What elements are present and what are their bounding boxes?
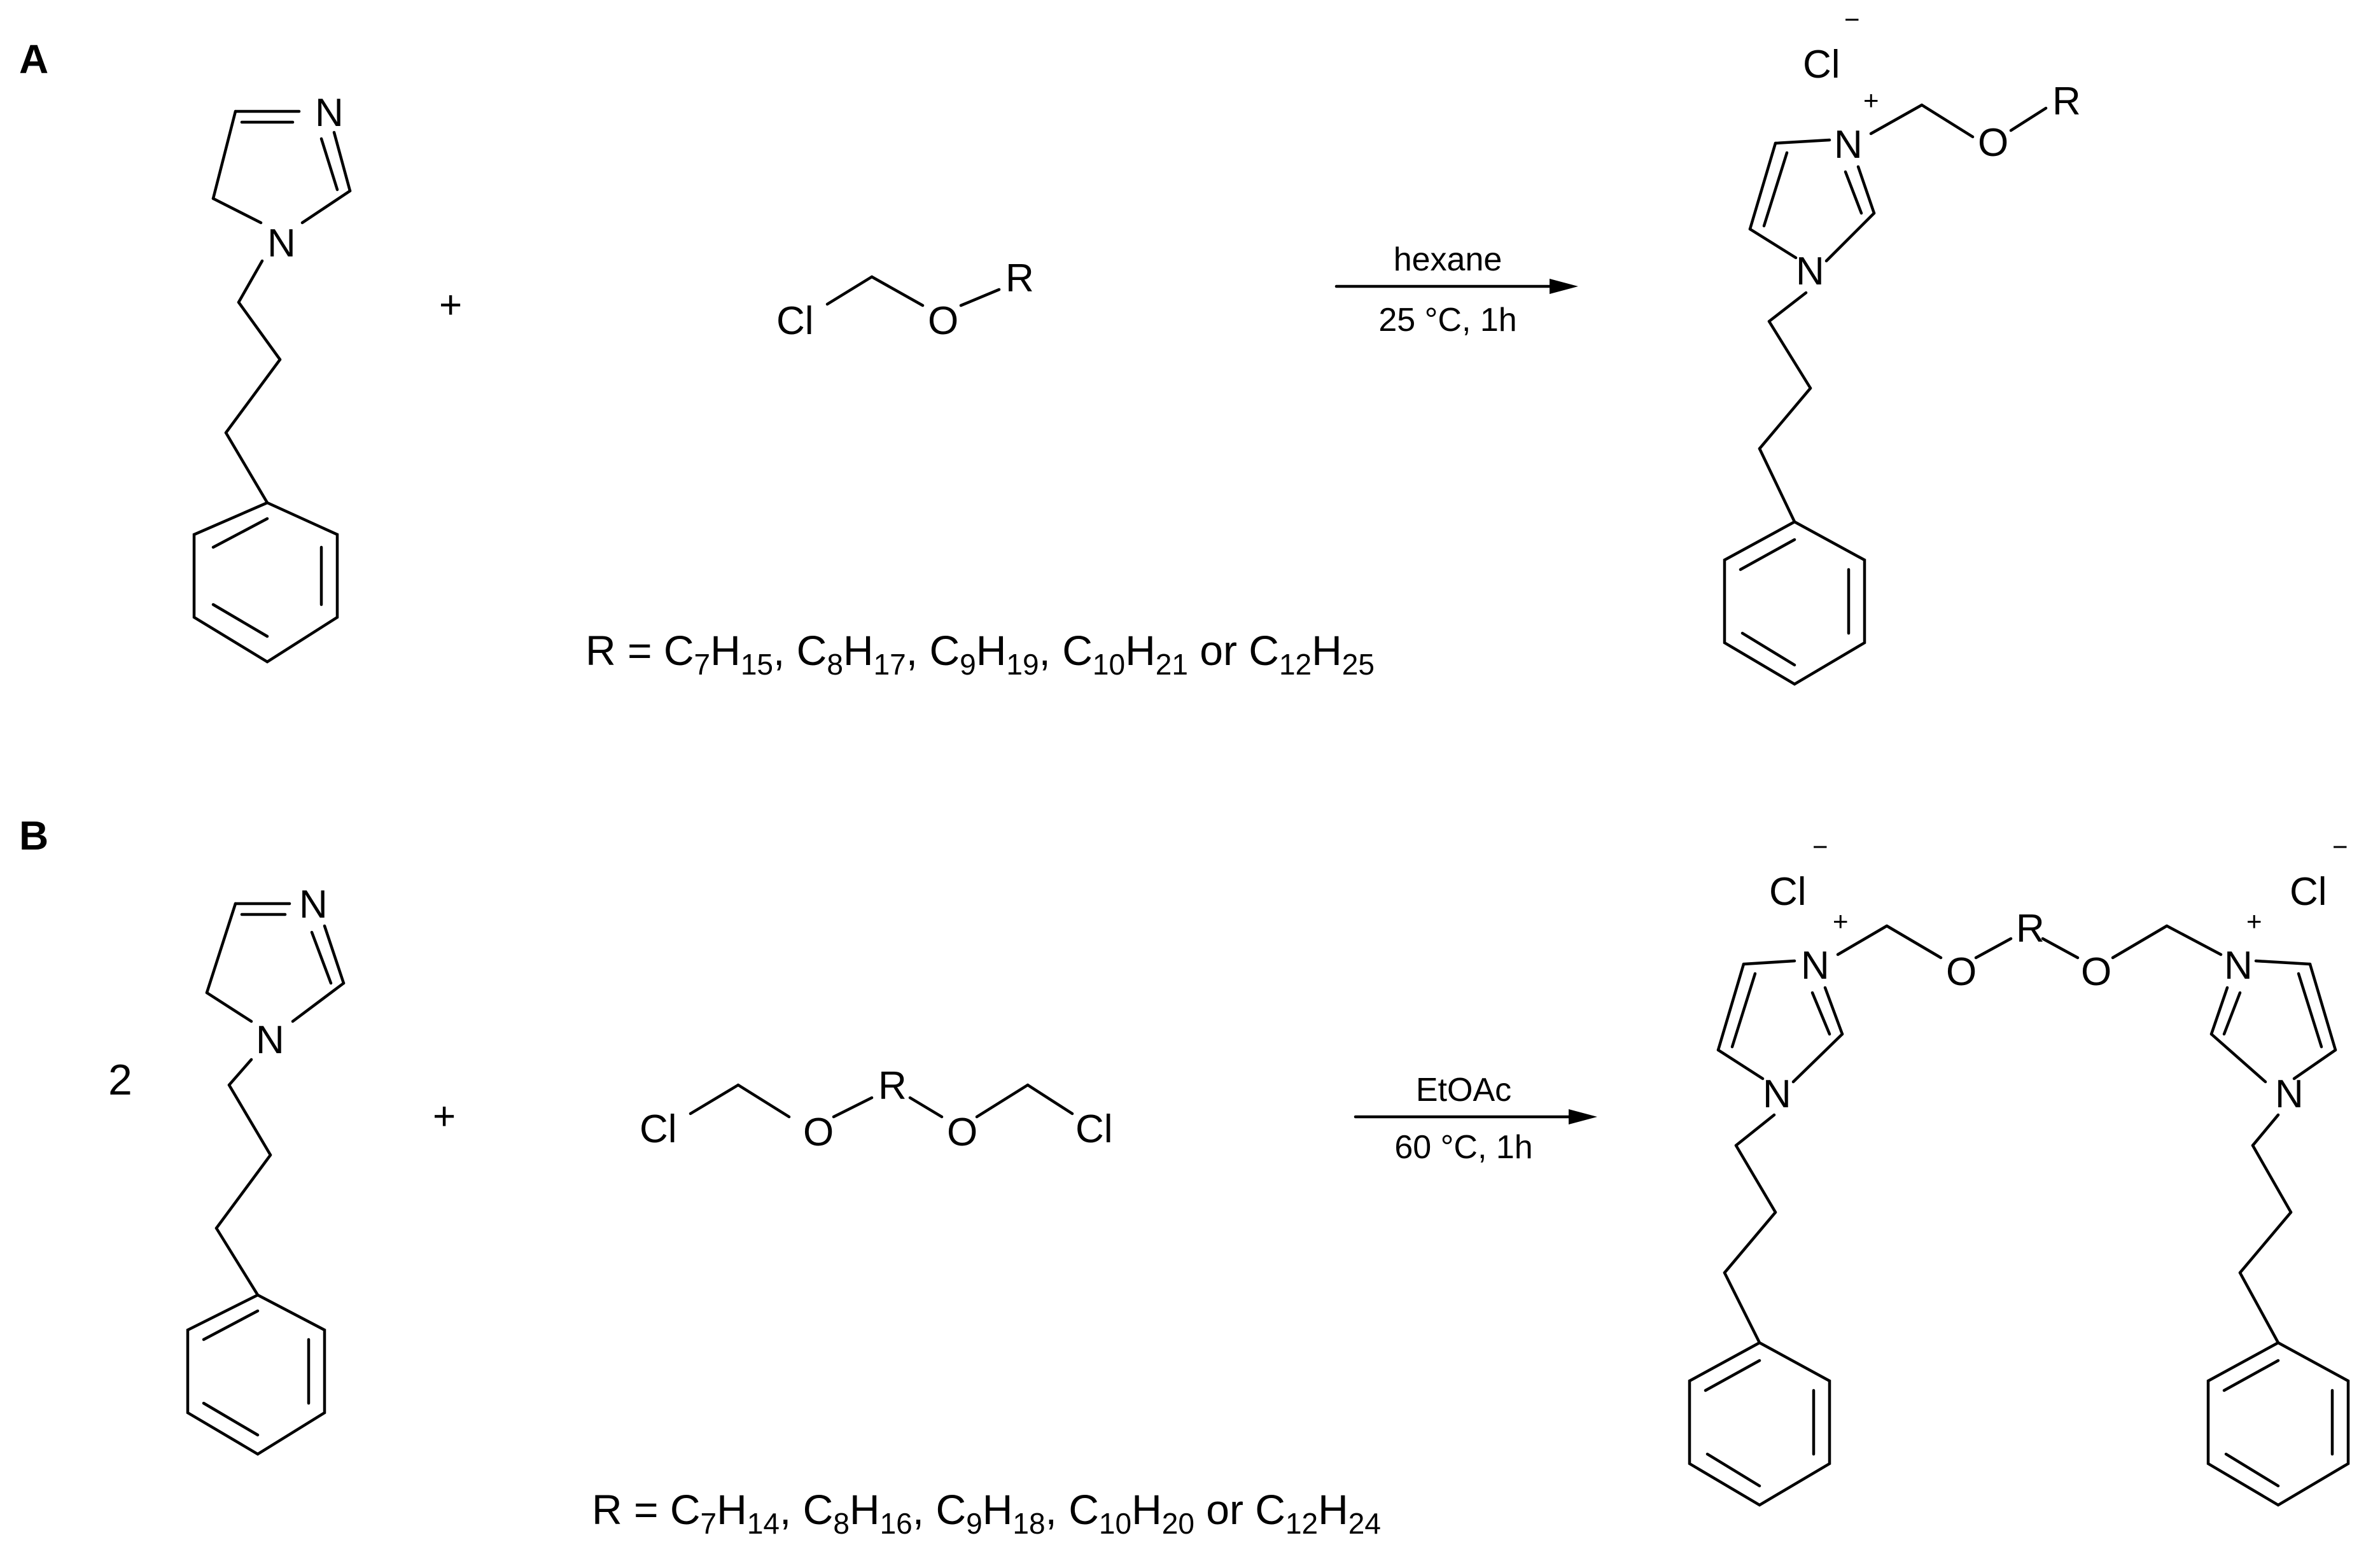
r-def-sub: 10: [1099, 1507, 1131, 1540]
r-definition-a: R = C7H15, C8H17, C9H19, C10H21 or C12H2…: [585, 627, 1375, 681]
r-def-sub: 25: [1342, 648, 1375, 681]
atom-r: R: [2052, 80, 2081, 123]
atom-cl-anion-left: Cl: [1769, 870, 1807, 914]
r-def-text: , C: [1039, 627, 1093, 674]
arrow-above-text: hexane: [1394, 241, 1502, 278]
r-def-sub: 12: [1285, 1507, 1318, 1540]
atom-o-left: O: [1946, 950, 1977, 994]
r-def-text: , C: [1046, 1486, 1099, 1533]
r-def-text: H: [976, 627, 1007, 674]
panel-label-b: B: [19, 813, 48, 858]
r-def-sub: 7: [694, 648, 711, 681]
r-def-lead: R = C: [592, 1486, 701, 1533]
reaction-arrow-a: hexane 25 °C, 1h: [1334, 241, 1578, 339]
plus-sign-a: +: [439, 283, 462, 327]
panel-label-a: A: [19, 36, 48, 82]
r-def-text: H: [983, 1486, 1013, 1533]
r-def-sub: 12: [1279, 648, 1312, 681]
atom-n1: N: [1796, 249, 1824, 293]
r-def-sub: 10: [1093, 648, 1125, 681]
atom-n-plus: N: [1834, 123, 1863, 167]
atom-o: O: [1978, 121, 2008, 165]
atom-o-right: O: [947, 1110, 977, 1154]
atom-n1-left: N: [1763, 1072, 1791, 1116]
reagent-b-bis-chloromethyl-ether: Cl O R O Cl: [640, 1064, 1113, 1154]
r-def-text: H: [717, 1486, 747, 1533]
atom-n3: N: [315, 91, 344, 135]
stoichiometric-coefficient: 2: [108, 1056, 132, 1104]
reagent-a-chloromethyl-ether: Cl O R: [776, 256, 1034, 343]
r-def-sub: 19: [1006, 648, 1039, 681]
atom-cl-anion-right: Cl: [2290, 870, 2327, 914]
atom-n1: N: [267, 221, 296, 265]
r-def-text: or C: [1188, 627, 1279, 674]
charge-plus: +: [1863, 85, 1879, 115]
r-def-text: H: [1312, 627, 1342, 674]
r-def-text: H: [1125, 627, 1156, 674]
reactant-b-imidazole: N N: [186, 883, 346, 1456]
r-def-sub: 24: [1348, 1507, 1381, 1540]
r-def-text: , C: [773, 627, 827, 674]
charge-minus-right: −: [2332, 832, 2348, 862]
arrow-above-text: EtOAc: [1416, 1072, 1511, 1109]
r-definition-b: R = C7H14, C8H16, C9H18, C10H20 or C12H2…: [592, 1486, 1381, 1540]
r-def-text: , C: [906, 627, 960, 674]
r-def-sub: 16: [880, 1507, 913, 1540]
r-def-text: or C: [1194, 1486, 1285, 1533]
atom-cl-left: Cl: [640, 1107, 677, 1151]
charge-plus-right: +: [2246, 906, 2262, 936]
atom-r: R: [2016, 907, 2045, 951]
r-def-sub: 15: [741, 648, 773, 681]
atom-cl-anion: Cl: [1803, 43, 1840, 87]
atom-o: O: [928, 299, 958, 343]
product-a-imidazolium-chloride: Cl − + N N O R: [1723, 4, 2081, 686]
r-def-sub: 17: [874, 648, 906, 681]
charge-minus: −: [1844, 4, 1860, 34]
r-def-text: H: [843, 627, 874, 674]
reactant-a-imidazole: N N: [192, 91, 352, 664]
arrow-below-text: 25 °C, 1h: [1378, 302, 1516, 339]
product-b-bis-imidazolium-chloride: Cl − + N N O R O Cl − + N N: [1688, 832, 2350, 1507]
atom-n1: N: [256, 1018, 284, 1062]
r-def-text: , C: [913, 1486, 966, 1533]
r-def-sub: 21: [1156, 648, 1188, 681]
r-def-sub: 7: [701, 1507, 717, 1540]
r-def-sub: 14: [747, 1507, 780, 1540]
atom-o-right: O: [2081, 950, 2111, 994]
r-def-text: H: [710, 627, 741, 674]
arrow-below-text: 60 °C, 1h: [1394, 1129, 1532, 1166]
r-def-text: H: [1131, 1486, 1162, 1533]
atom-cl: Cl: [776, 299, 814, 343]
r-def-lead: R = C: [585, 627, 694, 674]
atom-n3: N: [299, 883, 328, 927]
plus-sign-b: +: [433, 1095, 456, 1138]
atom-n-plus-left: N: [1801, 944, 1830, 988]
reaction-arrow-b: EtOAc 60 °C, 1h: [1354, 1072, 1597, 1166]
r-def-sub: 8: [833, 1507, 850, 1540]
atom-r: R: [1005, 256, 1034, 300]
r-def-text: H: [850, 1486, 880, 1533]
r-def-sub: 8: [827, 648, 843, 681]
atom-n-plus-right: N: [2224, 944, 2253, 988]
atom-cl-right: Cl: [1075, 1107, 1113, 1151]
atom-o-left: O: [803, 1110, 834, 1154]
atom-r: R: [878, 1064, 907, 1108]
atom-n1-right: N: [2275, 1072, 2304, 1116]
r-def-text: H: [1318, 1486, 1348, 1533]
charge-plus-left: +: [1833, 906, 1849, 936]
r-def-sub: 20: [1162, 1507, 1194, 1540]
r-def-text: , C: [780, 1486, 833, 1533]
charge-minus-left: −: [1812, 832, 1828, 862]
r-def-sub: 18: [1012, 1507, 1045, 1540]
r-def-sub: 9: [960, 648, 976, 681]
r-def-sub: 9: [966, 1507, 983, 1540]
